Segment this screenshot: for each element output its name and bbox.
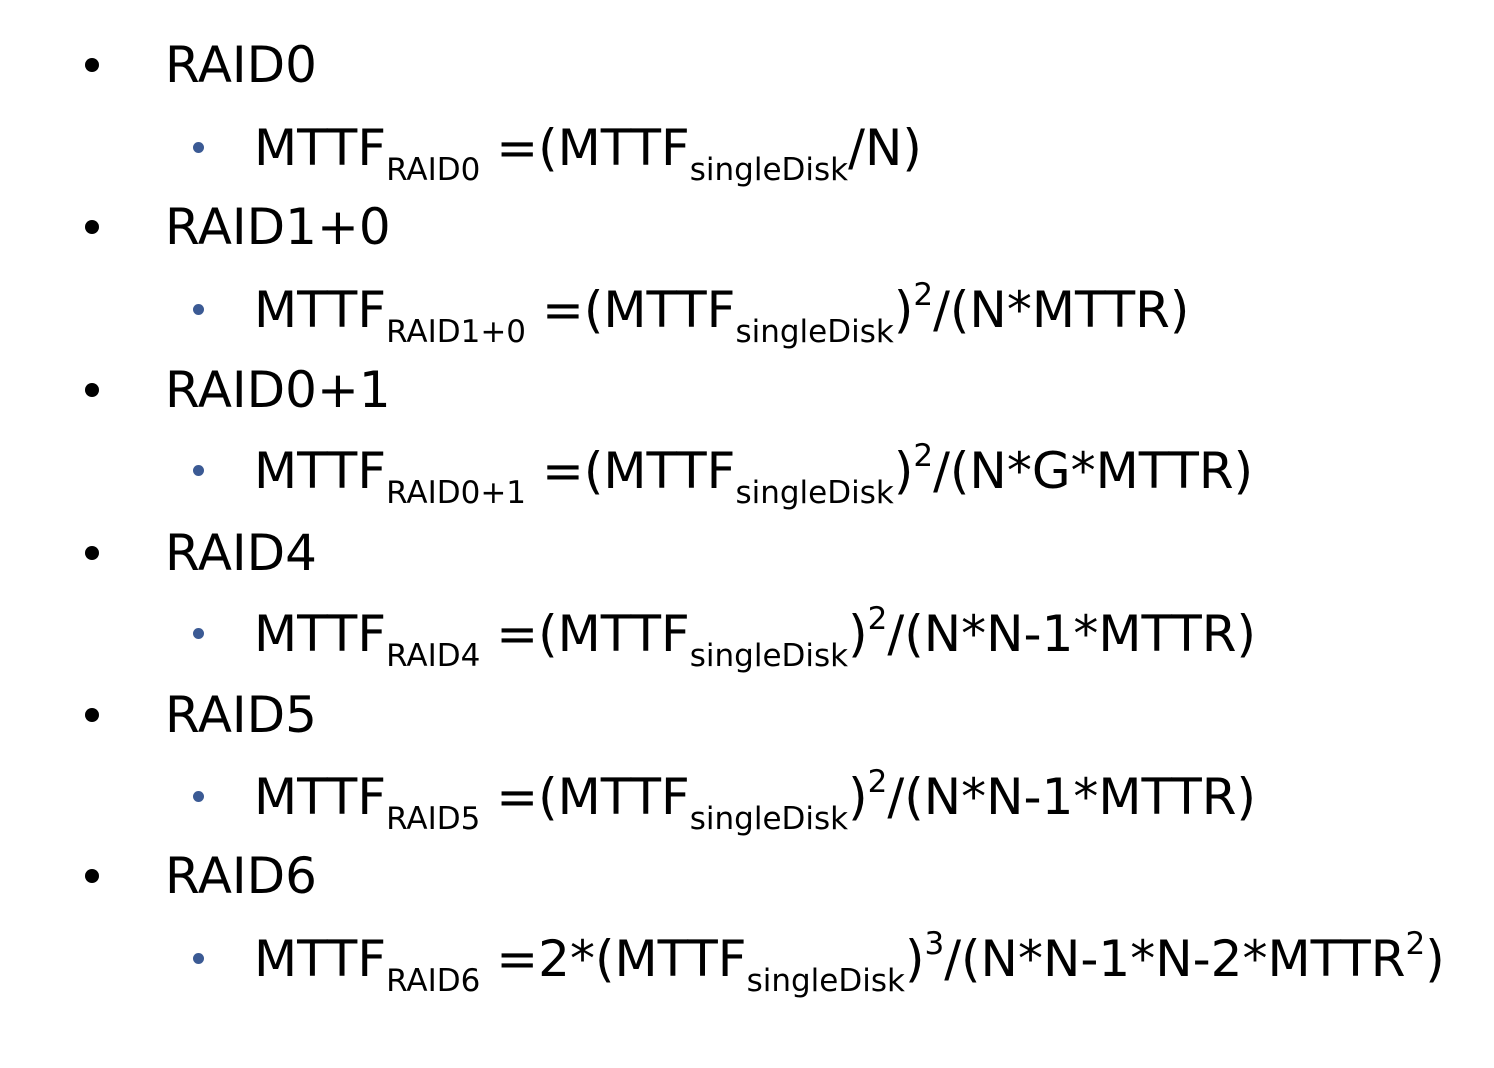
formula-mid-subscript: singleDisk: [689, 152, 849, 188]
formula-raid0: MTTFRAID0 =(MTTFsingleDisk/N): [254, 108, 922, 188]
formula-tail-close-paren: ): [1425, 930, 1445, 988]
heading-raid5: RAID5: [165, 686, 317, 744]
formula-tail-exponent: 2: [1405, 926, 1426, 962]
formula-lhs-subscript: RAID0: [386, 152, 481, 188]
formula-lhs-subscript: RAID4: [386, 638, 481, 674]
bullet-dot-icon: [85, 383, 99, 397]
formula-exponent: 2: [913, 277, 934, 313]
formula-lhs: MTTF: [254, 930, 387, 988]
formula-raid6: MTTFRAID6 =2*(MTTFsingleDisk)3/(N*N-1*N-…: [254, 919, 1445, 999]
heading-raid1-0: RAID1+0: [165, 198, 391, 256]
bullet-dot-icon: [85, 220, 99, 234]
heading-raid4: RAID4: [165, 524, 317, 582]
formula-equals: =(MTTF: [480, 605, 690, 663]
formula-lhs-subscript: RAID0+1: [386, 475, 527, 511]
formula-tail: /(N*N-1*N-2*MTTR: [944, 930, 1406, 988]
bullet-dot-icon: [85, 869, 99, 883]
heading-raid0-1: RAID0+1: [165, 361, 391, 419]
formula-equals: =(MTTF: [480, 768, 690, 826]
formula-tail: /(N*N-1*MTTR): [887, 768, 1256, 826]
formula-equals: =(MTTF: [526, 281, 736, 339]
heading-raid6: RAID6: [165, 847, 317, 905]
formula-exponent: 2: [867, 601, 888, 637]
formula-lhs-subscript: RAID1+0: [386, 314, 527, 350]
formula-exponent: 2: [913, 438, 934, 474]
formula-exponent: 3: [924, 926, 945, 962]
formula-lhs: MTTF: [254, 768, 387, 826]
formula-mid-subscript: singleDisk: [689, 801, 849, 837]
formula-mid-subscript: singleDisk: [735, 314, 894, 350]
formula-mid-subscript: singleDisk: [735, 475, 894, 511]
formula-equals: =(MTTF: [526, 442, 736, 500]
formula-lhs: MTTF: [254, 605, 387, 663]
bullet-dot-icon: [85, 708, 99, 722]
formula-close-paren: ): [848, 605, 868, 663]
formula-close-paren: ): [848, 768, 868, 826]
formula-tail: /(N*G*MTTR): [933, 442, 1254, 500]
sub-bullet-dot-icon: [193, 628, 204, 639]
formula-raid0-1: MTTFRAID0+1 =(MTTFsingleDisk)2/(N*G*MTTR…: [254, 431, 1253, 511]
formula-lhs: MTTF: [254, 281, 387, 339]
formula-equals: =(MTTF: [480, 119, 690, 177]
formula-exponent: 2: [867, 764, 888, 800]
bullet-dot-icon: [85, 546, 99, 560]
formula-raid4: MTTFRAID4 =(MTTFsingleDisk)2/(N*N-1*MTTR…: [254, 594, 1256, 674]
sub-bullet-dot-icon: [193, 142, 204, 153]
formula-mid-subscript: singleDisk: [689, 638, 849, 674]
heading-raid0: RAID0: [165, 36, 317, 94]
formula-raid1-0: MTTFRAID1+0 =(MTTFsingleDisk)2/(N*MTTR): [254, 270, 1189, 350]
formula-tail: /N): [848, 119, 922, 177]
bullet-dot-icon: [85, 58, 99, 72]
formula-close-paren: ): [893, 281, 914, 339]
formula-lhs-subscript: RAID6: [386, 963, 481, 999]
formula-lhs: MTTF: [254, 119, 387, 177]
sub-bullet-dot-icon: [193, 465, 204, 476]
sub-bullet-dot-icon: [193, 791, 204, 802]
sub-bullet-dot-icon: [193, 304, 204, 315]
formula-mid-subscript: singleDisk: [746, 963, 905, 999]
formula-equals: =2*(MTTF: [480, 930, 747, 988]
formula-raid5: MTTFRAID5 =(MTTFsingleDisk)2/(N*N-1*MTTR…: [254, 757, 1256, 837]
formula-lhs-subscript: RAID5: [386, 801, 481, 837]
formula-lhs: MTTF: [254, 442, 387, 500]
formula-tail: /(N*N-1*MTTR): [887, 605, 1256, 663]
sub-bullet-dot-icon: [193, 953, 204, 964]
formula-tail: /(N*MTTR): [933, 281, 1190, 339]
formula-close-paren: ): [893, 442, 914, 500]
formula-close-paren: ): [904, 930, 925, 988]
